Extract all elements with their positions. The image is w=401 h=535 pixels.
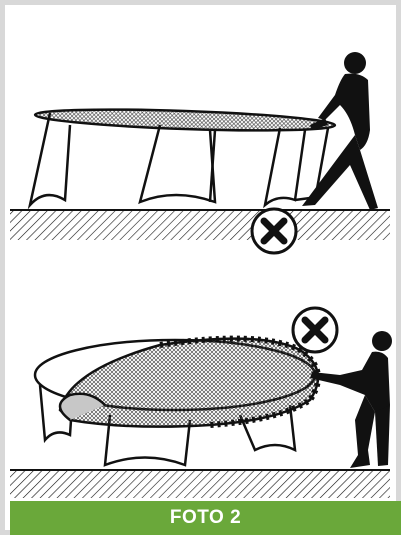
caption-label: FOTO 2 [170,507,241,529]
top-panel [10,52,390,253]
trampoline-frame-bottom [35,339,318,465]
ground-hatch-top [10,210,390,240]
x-circle-icon [252,209,296,253]
ground-hatch-bottom [10,470,390,498]
trampoline-illustration [10,10,401,500]
bottom-panel [10,308,392,498]
caption-bar: FOTO 2 [10,501,401,535]
person-silhouette-top [302,52,378,210]
trampoline-frame-top [30,106,335,205]
x-circle-icon [293,308,337,352]
